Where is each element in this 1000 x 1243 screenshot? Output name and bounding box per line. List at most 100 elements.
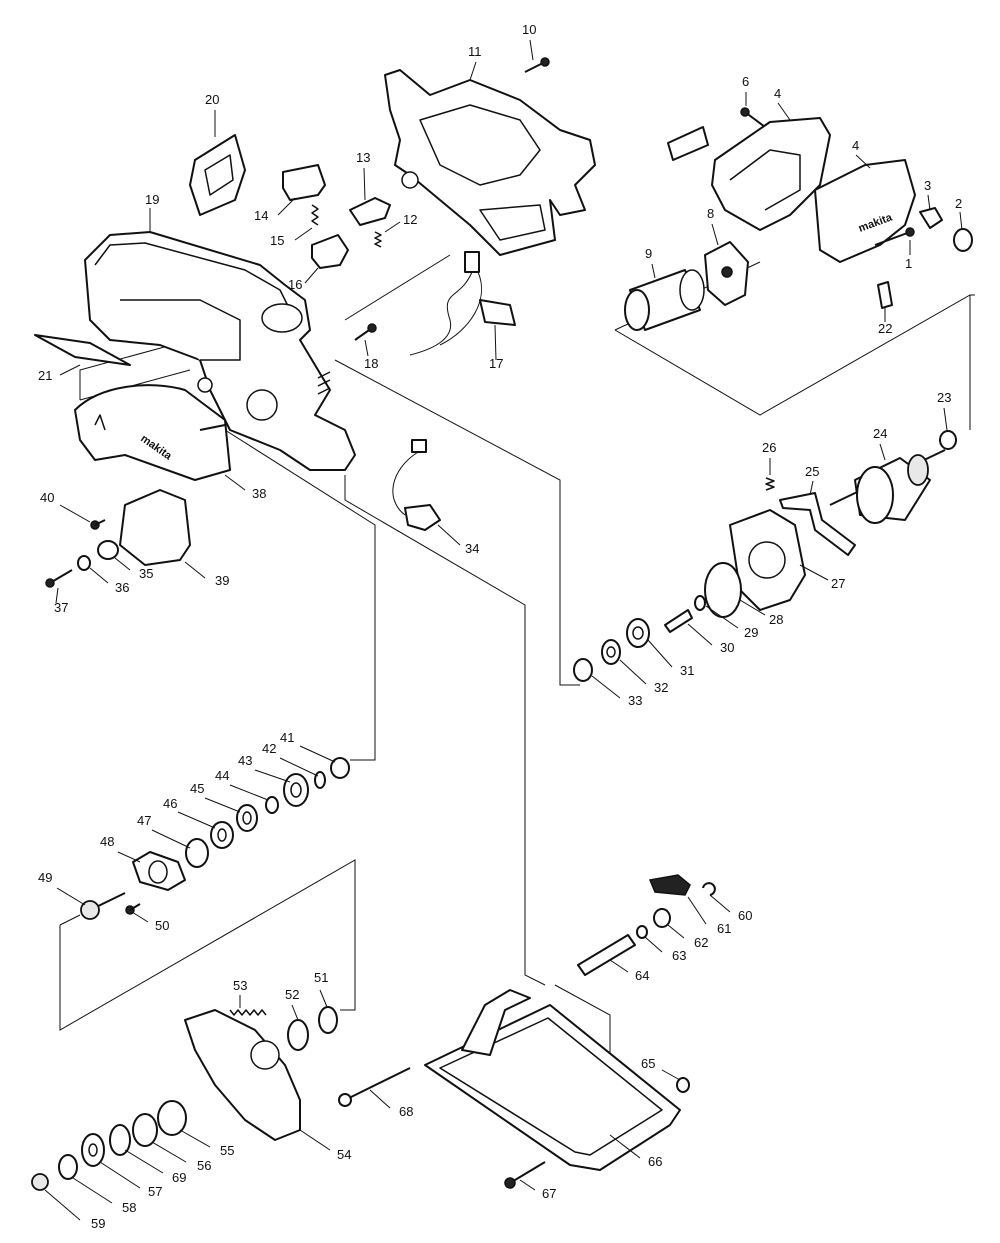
callout-leader-30: [687, 623, 713, 646]
callout-label-43: 43: [238, 753, 252, 768]
spindle-shaft-part: [664, 609, 693, 633]
ball-bearing-part-31: [626, 618, 650, 648]
callout-leader-50: [131, 911, 149, 923]
callout-label-14: 14: [254, 208, 268, 223]
callout-label-11: 11: [468, 44, 482, 59]
motor-housing-left-part: [711, 117, 831, 231]
ball-bearing-part-32: [601, 639, 621, 665]
callout-leader-31: [647, 639, 673, 668]
callout-label-53: 53: [233, 978, 247, 993]
brush-cap-part: [953, 228, 973, 252]
bolt-part-37: [45, 569, 73, 588]
callout-leader-41: [299, 745, 336, 763]
callout-label-22: 22: [878, 321, 892, 336]
armature-part: [829, 449, 946, 524]
nut-part-65: [676, 1077, 690, 1093]
battery-cover-part: [189, 134, 246, 216]
callout-leader-25: [809, 480, 814, 496]
screw-part-6: [740, 107, 766, 128]
pin-part-64: [577, 934, 636, 976]
screw-part-18: [354, 323, 377, 341]
callout-label-48: 48: [100, 834, 114, 849]
callout-leader-55: [179, 1129, 211, 1148]
callout-label-12: 12: [403, 212, 417, 227]
callout-leader-29: [705, 605, 739, 629]
lever-part-61: [648, 874, 691, 896]
callout-leader-62: [667, 924, 685, 939]
callout-label-19: 19: [145, 192, 159, 207]
spring-part-26: [765, 477, 775, 491]
callout-leader-32: [619, 659, 647, 685]
blade-guard-part: makita: [74, 384, 231, 481]
bearing-part-41: [330, 757, 350, 779]
callout-leader-42: [279, 757, 319, 777]
spindle-part-49: [80, 892, 126, 920]
guard-plate-part: [119, 489, 191, 566]
callout-label-27: 27: [831, 576, 845, 591]
callout-leader-17: [494, 324, 497, 361]
switch-cap-part: [877, 281, 893, 309]
callout-leader-67: [519, 1179, 536, 1191]
callout-leader-57: [99, 1161, 141, 1189]
callout-label-29: 29: [744, 625, 758, 640]
caution-label-part: [667, 126, 709, 161]
callout-label-28: 28: [769, 612, 783, 627]
outer-flange-part-58: [58, 1154, 78, 1180]
callout-label-4: 4: [774, 86, 781, 101]
callout-label-52: 52: [285, 987, 299, 1002]
ring-part-52: [287, 1019, 309, 1051]
nameplate-label-part: [34, 334, 131, 366]
callout-label-41: 41: [280, 730, 294, 745]
callout-leader-63: [644, 936, 663, 953]
callout-leader-64: [609, 959, 629, 973]
helical-gear-part-43: [283, 773, 309, 807]
callout-label-65: 65: [641, 1056, 655, 1071]
inner-flange-part-69: [109, 1124, 131, 1156]
callout-label-32: 32: [654, 680, 668, 695]
gear-part-33: [573, 658, 593, 682]
sleeve-part-62: [653, 908, 671, 928]
spring-part-15: [311, 204, 319, 226]
callout-label-39: 39: [215, 573, 229, 588]
callout-leader-66: [609, 1134, 641, 1159]
callout-label-61: 61: [717, 921, 731, 936]
bolt-part-67: [504, 1161, 546, 1189]
callout-label-55: 55: [220, 1143, 234, 1158]
callout-leader-54: [299, 1129, 331, 1151]
callout-leader-24: [879, 443, 886, 461]
callout-leader-59: [44, 1189, 81, 1221]
callout-label-50: 50: [155, 918, 169, 933]
callout-label-37: 37: [54, 600, 68, 615]
callout-leader-48: [117, 851, 141, 863]
callout-label-59: 59: [91, 1216, 105, 1231]
collar-part-35: [97, 540, 119, 560]
callout-leader-51: [319, 989, 328, 1008]
callout-label-18: 18: [364, 356, 378, 371]
callout-leader-43: [254, 769, 291, 783]
switch-part: [282, 164, 326, 201]
callout-leader-33: [591, 675, 621, 699]
callout-leader-18: [364, 339, 369, 357]
carbon-brush-part: [919, 207, 943, 229]
callout-leader-69: [124, 1149, 164, 1174]
callout-label-47: 47: [137, 813, 151, 828]
callout-leader-4: [855, 154, 871, 169]
callout-leader-39: [184, 561, 206, 579]
washer-part-36: [77, 555, 91, 571]
callout-leader-52: [291, 1004, 299, 1021]
spacer-part-44: [265, 796, 279, 814]
ring-spring-part-55: [157, 1100, 187, 1136]
washer-part-63: [636, 925, 648, 939]
callout-labels: 1234468910111213141516171819202122232425…: [38, 22, 962, 1231]
screw-part-40: [90, 519, 106, 530]
callout-label-16: 16: [288, 277, 302, 292]
callout-label-51: 51: [314, 970, 328, 985]
safety-cover-part: [184, 1009, 301, 1141]
callout-label-23: 23: [937, 390, 951, 405]
spring-part-53: [229, 1009, 267, 1016]
callout-leader-47: [151, 829, 191, 849]
callout-label-54: 54: [337, 1147, 351, 1162]
callout-label-56: 56: [197, 1158, 211, 1173]
callout-leader-23: [943, 407, 948, 431]
